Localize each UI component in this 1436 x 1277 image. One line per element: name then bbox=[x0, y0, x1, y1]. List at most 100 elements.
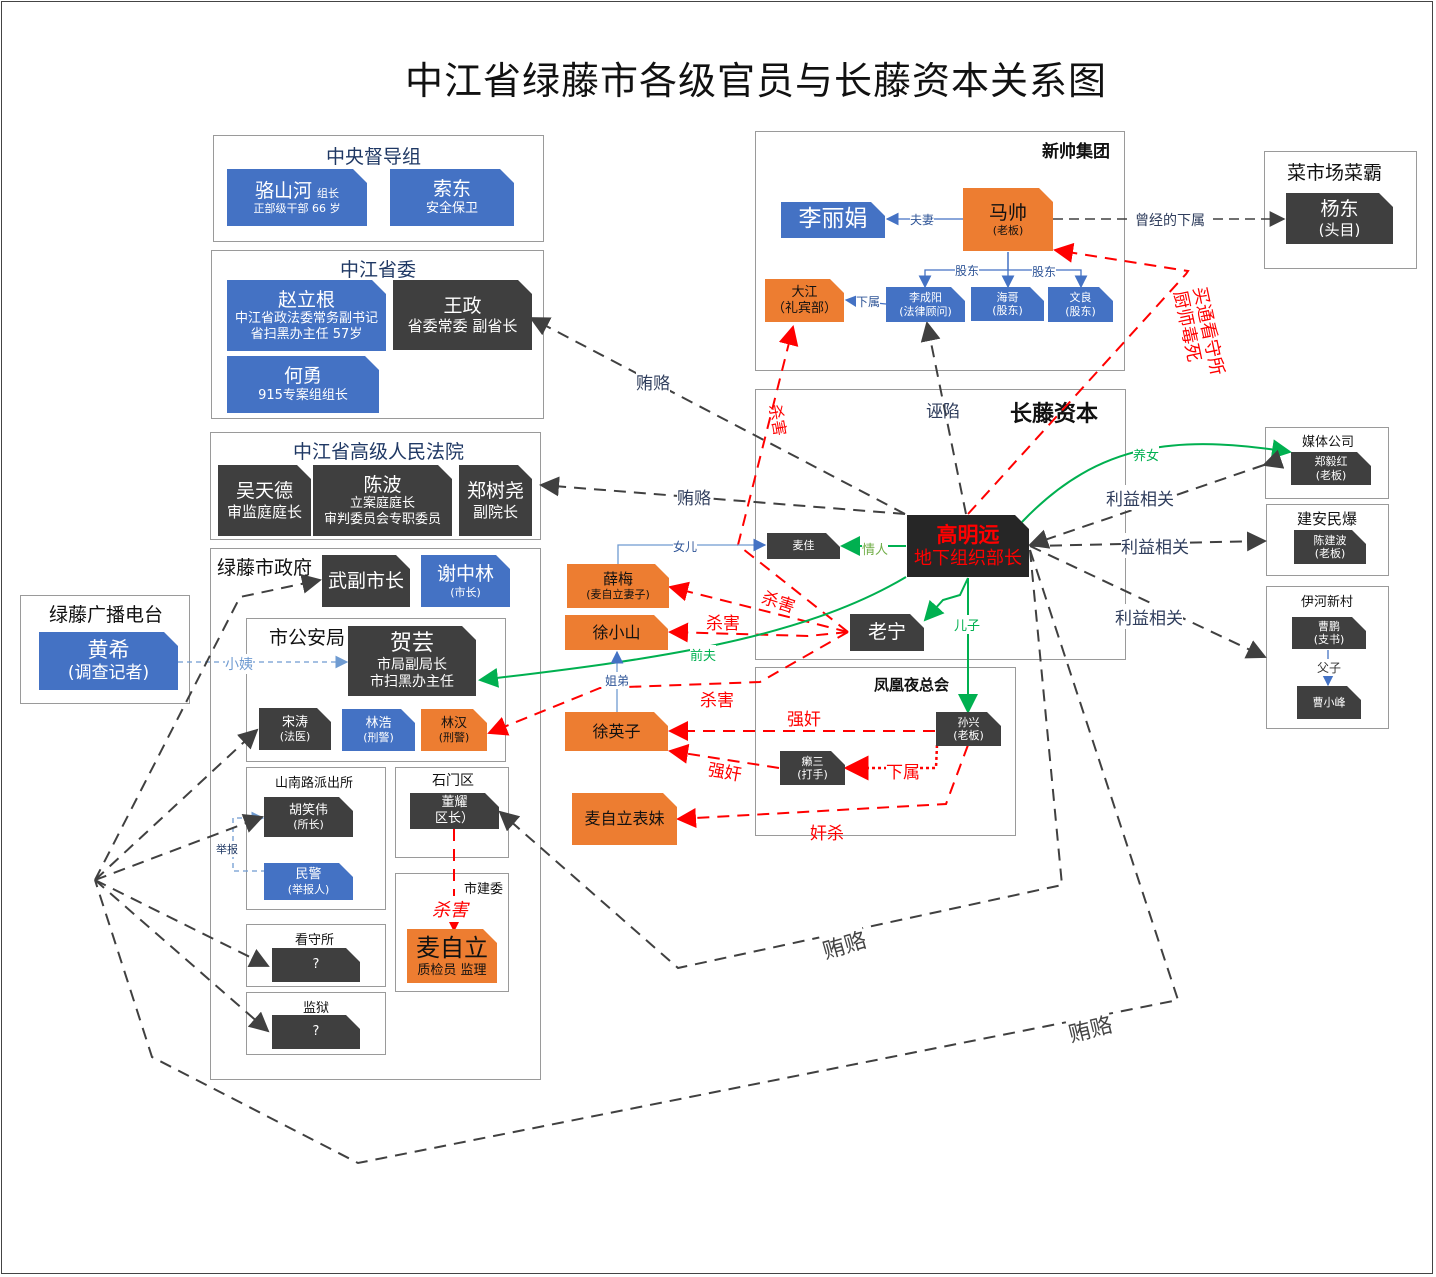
node-caopeng[interactable]: 曹鹏 (支书) bbox=[1292, 617, 1366, 649]
node-name: 宋涛 bbox=[281, 714, 308, 730]
node-name: 黄希 bbox=[87, 638, 130, 663]
group-label: 市公安局 bbox=[269, 627, 346, 649]
node-name: 索东 bbox=[432, 178, 471, 201]
node-name: 李成阳 bbox=[909, 291, 942, 305]
node-zhengyihong[interactable]: 郑毅红 (老板) bbox=[1291, 452, 1371, 485]
node-luoshanhe[interactable]: 骆山河 组长 正部级干部 66 岁 bbox=[227, 169, 367, 226]
node-name: 林浩 bbox=[365, 715, 392, 731]
node-songtao[interactable]: 宋涛 (法医) bbox=[259, 708, 331, 750]
node-name: 文良 bbox=[1069, 291, 1092, 305]
node-sub: (老板) bbox=[1315, 468, 1347, 482]
node-gaomingyuan[interactable]: 高明远 地下组织部长 bbox=[907, 515, 1029, 577]
node-maijia[interactable]: 麦佳 bbox=[767, 533, 840, 559]
node-zhengshuyao[interactable]: 郑树尧 副院长 bbox=[459, 465, 532, 536]
edge-label-kill: 杀害 bbox=[700, 691, 734, 711]
node-dongyao[interactable]: 董耀 区长） bbox=[410, 793, 499, 829]
node-sub: 质检员 监理 bbox=[417, 962, 487, 978]
node-huxiaowei[interactable]: 胡笑伟 (所长) bbox=[264, 797, 353, 837]
node-linhao[interactable]: 林浩 (刑警) bbox=[342, 709, 415, 751]
group-label: 绿藤市政府 bbox=[217, 557, 313, 579]
node-laoning[interactable]: 老宁 bbox=[850, 614, 924, 651]
edge-label-lover: 情人 bbox=[862, 539, 889, 558]
node-sub: (刑警) bbox=[363, 731, 394, 745]
node-name: 陈波 bbox=[363, 473, 402, 496]
group-label: 伊河新村 bbox=[1301, 595, 1354, 610]
node-laisan[interactable]: 癞三 (打手) bbox=[780, 751, 845, 785]
group-label: 中央督导组 bbox=[326, 146, 422, 168]
group-label: 绿藤广播电台 bbox=[49, 604, 164, 626]
node-maizili-cousin[interactable]: 麦自立表妹 bbox=[572, 793, 677, 845]
edge-label-rape-kill: 奸杀 bbox=[810, 824, 844, 844]
edge-label-ex-husband: 前夫 bbox=[690, 645, 717, 664]
edge-label-bribe: 贿赂 bbox=[677, 484, 711, 509]
group-label: 建安民爆 bbox=[1297, 510, 1358, 528]
node-maizili[interactable]: 麦自立 质检员 监理 bbox=[407, 929, 497, 983]
node-name: 武副市长 bbox=[327, 569, 404, 592]
edge-label-interest: 利益相关 bbox=[1121, 533, 1189, 558]
node-sub: (刑警) bbox=[438, 731, 470, 745]
node-name: 胡笑伟 bbox=[288, 802, 328, 818]
node-yangdong[interactable]: 杨东 (头目) bbox=[1286, 193, 1393, 244]
edge-label-shareholder: 股东 bbox=[1032, 263, 1057, 280]
node-name: ? bbox=[312, 957, 320, 973]
node-wangzheng[interactable]: 王政 省委常委 副省长 bbox=[393, 280, 532, 350]
node-name: 骆山河 bbox=[254, 179, 312, 202]
node-lilijuan[interactable]: 李丽娟 bbox=[781, 202, 885, 238]
node-sunxing[interactable]: 孙兴 (老板) bbox=[936, 712, 1001, 746]
node-huangxi[interactable]: 黄希 (调查记者) bbox=[39, 632, 178, 690]
edge-label-foster-daughter: 养女 bbox=[1133, 445, 1160, 464]
node-name: 何勇 bbox=[283, 365, 322, 388]
node-sub: 立案庭庭长 bbox=[349, 496, 415, 512]
node-sub: (支书) bbox=[1313, 633, 1345, 646]
node-sub: 市局副局长 bbox=[377, 657, 447, 674]
group-label: 长藤资本 bbox=[1010, 402, 1099, 427]
edge-label-interest: 利益相关 bbox=[1115, 604, 1183, 629]
group-label: 市建委 bbox=[464, 882, 504, 897]
node-heyong[interactable]: 何勇 915专案组组长 bbox=[227, 356, 379, 413]
edge-label-former-subordinate: 曾经的下属 bbox=[1132, 210, 1208, 230]
node-wenliang[interactable]: 文良 (股东) bbox=[1048, 287, 1113, 322]
node-name: 麦自立表妹 bbox=[584, 809, 665, 829]
node-dajiang[interactable]: 大江 （礼宾部） bbox=[765, 279, 844, 322]
node-sub: 正部级干部 66 岁 bbox=[253, 202, 341, 216]
node-chenjianbo[interactable]: 陈建波 (老板) bbox=[1294, 530, 1366, 564]
node-name: 贺芸 bbox=[389, 631, 434, 656]
node-linhan[interactable]: 林汉 (刑警) bbox=[421, 709, 487, 751]
group-xinshuai: 新帅集团 bbox=[755, 131, 1125, 371]
node-zhaoligen[interactable]: 赵立根 中江省政法委常务副书记 省扫黑办主任 57岁 bbox=[227, 280, 386, 351]
edge-label-aunt: 小姨 bbox=[225, 654, 253, 674]
edge-label-father-son: 父子 bbox=[1317, 659, 1342, 676]
group-label: 凤凰夜总会 bbox=[874, 676, 950, 694]
node-chenbo[interactable]: 陈波 立案庭庭长 审判委员会专职委员 bbox=[313, 465, 452, 536]
node-caoxiaofeng[interactable]: 曹小峰 bbox=[1297, 686, 1361, 719]
node-heyun[interactable]: 贺芸 市局副局长 市扫黑办主任 bbox=[348, 626, 476, 696]
node-sub: (股东) bbox=[992, 304, 1023, 317]
node-xiezhonglin[interactable]: 谢中林 (市长) bbox=[421, 555, 510, 607]
node-wutiande[interactable]: 吴天德 审监庭庭长 bbox=[218, 465, 311, 536]
node-xuemei[interactable]: 薛梅 (麦自立妻子) bbox=[567, 564, 669, 608]
edge-label-report: 举报 bbox=[216, 841, 238, 857]
node-lichengyang[interactable]: 李成阳 (法律顾问) bbox=[886, 287, 965, 322]
node-name: ? bbox=[312, 1024, 320, 1040]
node-name: 马帅 bbox=[988, 201, 1027, 224]
group-label: 石门区 bbox=[432, 773, 474, 789]
node-sub: (老板) bbox=[992, 224, 1024, 238]
node-wufushizhang[interactable]: 武副市长 bbox=[322, 555, 410, 607]
node-prison-unknown[interactable]: ? bbox=[272, 1015, 360, 1049]
node-name: 孙兴 bbox=[957, 715, 980, 729]
node-xuxiaoshan[interactable]: 徐小山 bbox=[565, 615, 668, 650]
node-sub: 区长） bbox=[434, 811, 474, 826]
node-name: 麦自立 bbox=[416, 933, 488, 962]
node-detention-unknown[interactable]: ? bbox=[272, 948, 360, 982]
node-minjing[interactable]: 民警 (举报人) bbox=[264, 863, 353, 900]
edge-label-interest: 利益相关 bbox=[1106, 485, 1174, 510]
node-xuyingzi[interactable]: 徐英子 bbox=[565, 712, 668, 751]
node-suodong[interactable]: 索东 安全保卫 bbox=[390, 169, 514, 226]
node-sub: (老板) bbox=[953, 729, 984, 742]
node-haige[interactable]: 海哥 (股东) bbox=[971, 287, 1044, 321]
node-tag: 组长 bbox=[317, 186, 340, 200]
node-name: 王政 bbox=[443, 294, 482, 317]
node-mashuai[interactable]: 马帅 (老板) bbox=[963, 188, 1053, 251]
diagram-title: 中江省绿藤市各级官员与长藤资本关系图 bbox=[404, 59, 1107, 103]
